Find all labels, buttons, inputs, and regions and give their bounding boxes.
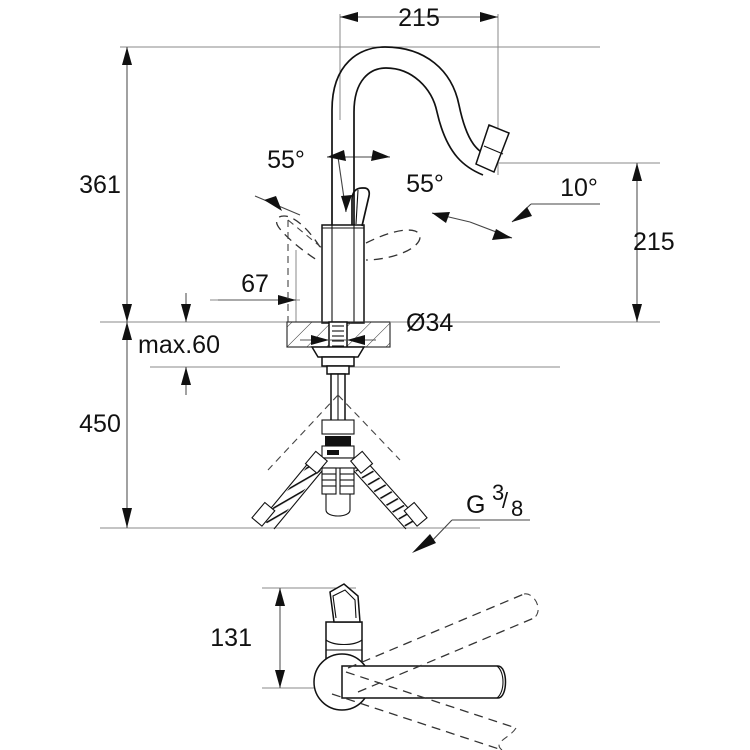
hose-left bbox=[251, 450, 329, 530]
dim-label-215-right: 215 bbox=[633, 228, 675, 256]
angle-lever-left: 55° bbox=[254, 146, 390, 216]
thread-callout: G 3 / 8 bbox=[412, 480, 530, 553]
angle-label-55-left: 55° bbox=[267, 146, 305, 174]
dimension-total-height: 361 bbox=[79, 47, 132, 322]
dim-label-max60: max.60 bbox=[138, 331, 220, 359]
dim-label-450: 450 bbox=[79, 410, 121, 438]
mixer-body bbox=[321, 224, 365, 324]
spout-gooseneck bbox=[331, 46, 493, 232]
dim-label-361: 361 bbox=[79, 171, 121, 199]
dimension-body-offset: 67 bbox=[218, 270, 296, 305]
dimension-hole-diameter: Ø34 bbox=[300, 309, 470, 345]
aerator-housing bbox=[475, 124, 510, 174]
plan-lever-swivel-down bbox=[331, 671, 517, 750]
thread-label-numerator: 3 bbox=[492, 480, 504, 505]
hose-right bbox=[349, 450, 428, 530]
dimension-supply-length: 450 bbox=[79, 322, 132, 528]
top-plan-view: 131 bbox=[210, 583, 539, 750]
lever-position-right-dashed bbox=[365, 229, 421, 261]
hose-connectors bbox=[321, 467, 355, 517]
lever-position-left-dashed bbox=[275, 215, 321, 263]
dim-label-d34: Ø34 bbox=[406, 309, 453, 337]
dim-label-67: 67 bbox=[241, 270, 269, 298]
dimension-max-counter-thickness: max.60 bbox=[138, 293, 220, 395]
mounting-shank bbox=[310, 321, 366, 375]
lever-handle bbox=[351, 187, 371, 227]
angle-label-55-right: 55° bbox=[406, 170, 444, 198]
plan-lever-swivel-up bbox=[347, 593, 539, 693]
assembly-construction-lines bbox=[267, 394, 401, 471]
dim-label-215-top: 215 bbox=[398, 4, 440, 32]
front-elevation-view: Ø34 bbox=[251, 46, 530, 553]
dim-label-131: 131 bbox=[210, 624, 252, 652]
dimension-spout-reach: 215 bbox=[340, 4, 498, 32]
plan-lever-top bbox=[329, 583, 361, 623]
thread-label-slash: / bbox=[502, 488, 509, 513]
thread-label-denominator: 8 bbox=[511, 496, 523, 521]
angle-lever-right: 55° bbox=[406, 170, 513, 240]
thread-label-G: G bbox=[466, 491, 485, 519]
angle-aerator-tilt: 10° bbox=[511, 174, 600, 223]
dimension-spout-height: 215 bbox=[632, 163, 675, 322]
extension-lines bbox=[100, 14, 660, 529]
angle-label-10: 10° bbox=[560, 174, 598, 202]
inlet-riser bbox=[319, 373, 357, 469]
plan-lever-arm bbox=[341, 665, 507, 699]
lever-swing-envelope-left bbox=[287, 219, 323, 322]
